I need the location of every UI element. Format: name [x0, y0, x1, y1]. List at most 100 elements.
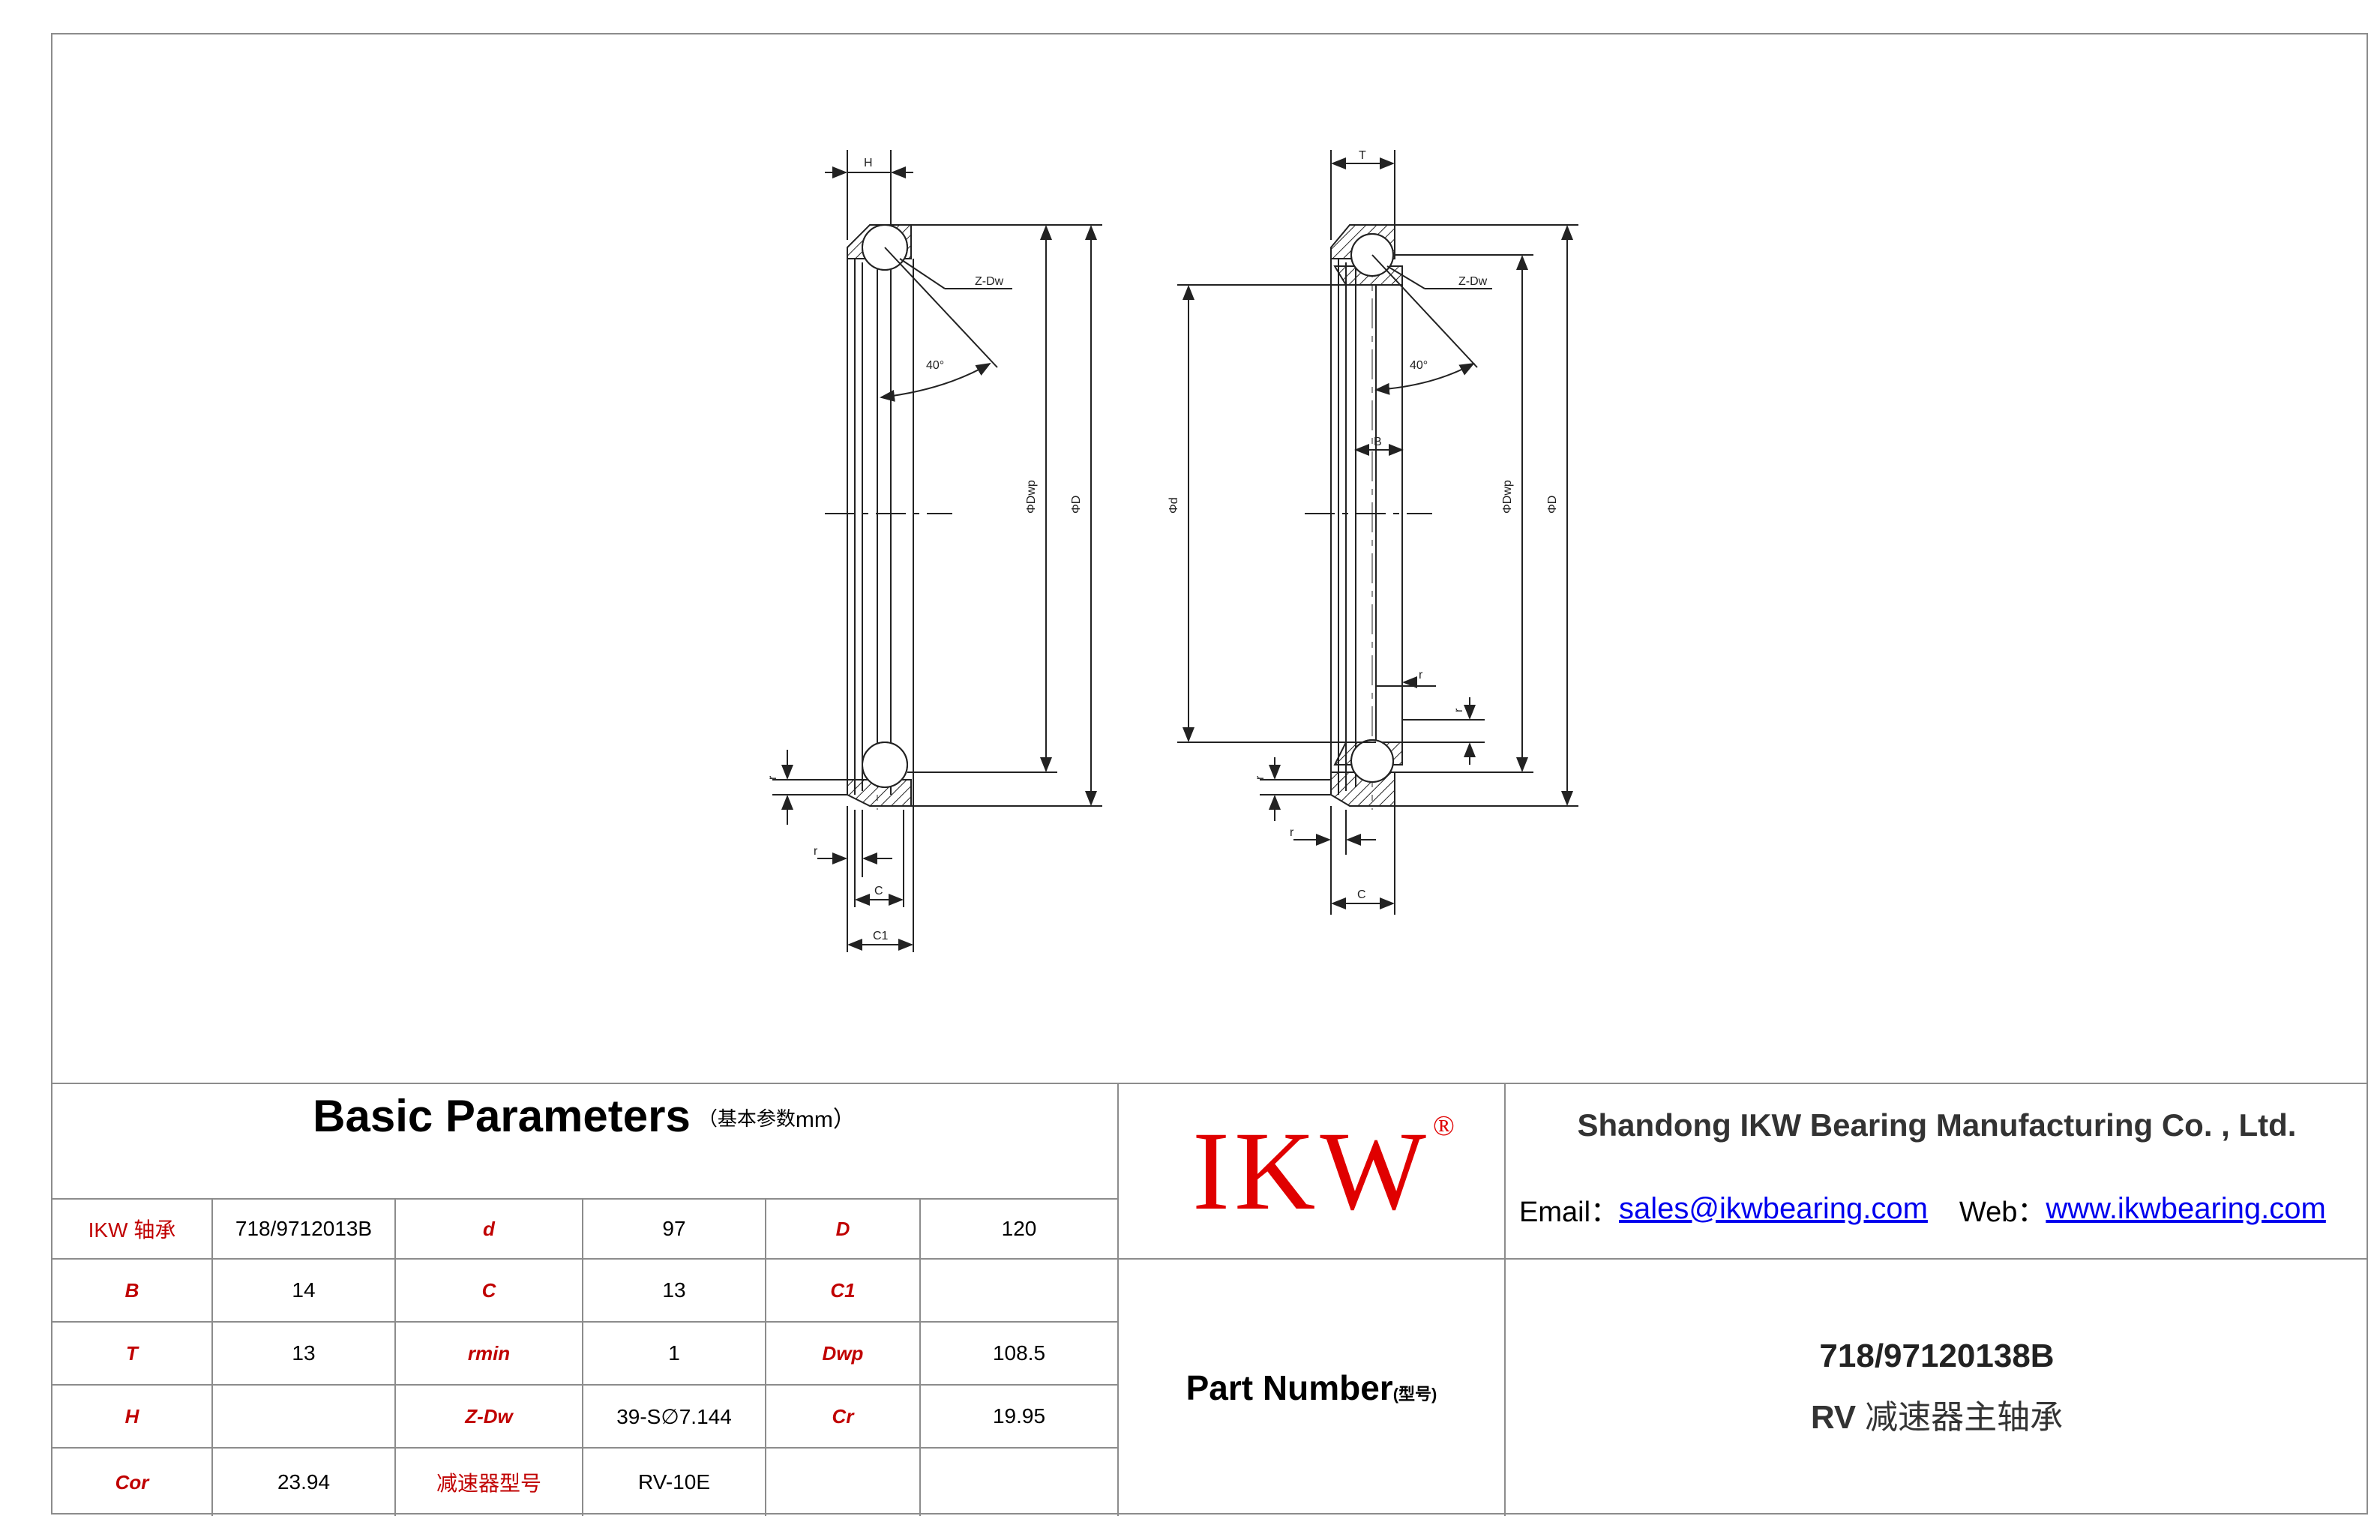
part-number-sublabel: (型号)	[1392, 1385, 1437, 1404]
dim-d-outer-label-right: ΦD	[1546, 496, 1559, 514]
param-cell: 97	[583, 1200, 765, 1258]
param-cell: Cor	[52, 1449, 211, 1516]
param-cell	[213, 1386, 394, 1447]
part-number-label: Part Number	[1186, 1368, 1393, 1407]
params-header: Basic Parameters （基本参数 mm）	[51, 1084, 1117, 1198]
param-cell: 39-S∅7.144	[583, 1386, 765, 1447]
logo-text: IKW	[1192, 1109, 1431, 1233]
r-bottom-label: r	[814, 845, 818, 858]
param-cell: 减速器型号	[396, 1449, 582, 1516]
dim-t-label: T	[1359, 149, 1366, 162]
param-label: D	[835, 1217, 850, 1240]
params-title: Basic Parameters	[313, 1091, 691, 1141]
r-inner2-label: r	[1452, 708, 1465, 712]
param-cell: 1	[583, 1323, 765, 1384]
params-unit: mm）	[795, 1107, 856, 1132]
param-value: 97	[662, 1217, 686, 1240]
web-label: Web：	[1959, 1196, 2046, 1228]
param-cell: rmin	[396, 1323, 582, 1384]
param-cell: 108.5	[921, 1323, 1117, 1384]
param-cell	[921, 1449, 1117, 1516]
param-cell: B	[52, 1260, 211, 1321]
dim-c-label-right: C	[1357, 888, 1366, 901]
dim-dwp-label: ΦDwp	[1025, 480, 1038, 514]
contact-row: Email： sales@ikwbearing.com Web： www.ikw…	[1519, 1186, 2363, 1231]
param-cell: 120	[921, 1200, 1117, 1258]
part-desc-text: 减速器主轴承	[1865, 1399, 2064, 1436]
param-cell: 19.95	[921, 1386, 1117, 1447]
param-label: 减速器型号	[436, 1472, 541, 1495]
param-cell	[766, 1449, 919, 1516]
left-view-labels: H Z-Dw 40° ΦDwp ΦD r r C C1	[766, 157, 1083, 942]
part-number-label-cell: Part Number (型号)	[1119, 1260, 1504, 1516]
right-view-labels: T Z-Dw 40° B Φd r r ΦDwp ΦD r r C	[1168, 149, 1559, 901]
param-cell: 13	[583, 1260, 765, 1321]
param-value: 120	[1001, 1217, 1037, 1240]
param-cell: Cr	[766, 1386, 919, 1447]
email-link[interactable]: sales@ikwbearing.com	[1619, 1191, 1928, 1225]
param-cell: Dwp	[766, 1323, 919, 1384]
param-cell: T	[52, 1323, 211, 1384]
part-number-value: 718/97120138B	[1819, 1338, 2055, 1374]
param-value: 14	[292, 1278, 316, 1302]
r-side-label: r	[766, 775, 779, 780]
param-value: 19.95	[992, 1404, 1046, 1428]
dim-h-label: H	[864, 157, 873, 169]
dim-c1-label: C1	[873, 930, 889, 942]
param-label: C	[481, 1278, 496, 1302]
registered-mark: ®	[1433, 1110, 1455, 1142]
param-label: T	[126, 1341, 138, 1365]
param-value: 23.94	[277, 1470, 331, 1494]
right-view	[1177, 150, 1578, 915]
r-side-label-right: r	[1254, 775, 1266, 780]
dim-c-label: C	[874, 885, 883, 897]
param-label: C1	[830, 1278, 856, 1302]
ball-label: Z-Dw	[975, 275, 1004, 288]
ball-label-right: Z-Dw	[1458, 275, 1488, 288]
param-cell: 718/9712013B	[213, 1200, 394, 1258]
param-label: H	[124, 1404, 139, 1428]
dim-b-label: B	[1374, 436, 1382, 448]
param-label: B	[124, 1278, 139, 1302]
param-value: 718/9712013B	[235, 1217, 373, 1240]
param-label: d	[483, 1217, 495, 1240]
r-bottom-label-right: r	[1290, 826, 1294, 839]
dim-dwp-label-right: ΦDwp	[1501, 480, 1514, 514]
bearing-drawing: H Z-Dw 40° ΦDwp ΦD r r C C1	[766, 149, 1578, 952]
web-link[interactable]: www.ikwbearing.com	[2046, 1191, 2326, 1225]
param-cell: RV-10E	[583, 1449, 765, 1516]
drawing-sheet	[51, 33, 2368, 1515]
param-cell: 13	[213, 1323, 394, 1384]
logo-cell: IKW ®	[1119, 1084, 1504, 1258]
company-name: Shandong IKW Bearing Manufacturing Co. ,…	[1577, 1107, 2297, 1143]
param-cell: H	[52, 1386, 211, 1447]
param-value: 1	[668, 1341, 680, 1365]
angle-label: 40°	[926, 359, 944, 372]
ikw-logo: IKW ®	[1192, 1107, 1455, 1236]
left-view	[772, 150, 1102, 952]
param-value: 13	[292, 1341, 316, 1365]
param-label: rmin	[467, 1341, 511, 1365]
param-label: Cor	[115, 1470, 149, 1494]
param-cell: d	[396, 1200, 582, 1258]
param-value: 108.5	[992, 1341, 1046, 1365]
params-subtitle: （基本参数	[697, 1107, 796, 1130]
param-cell: D	[766, 1200, 919, 1258]
r-inner-label: r	[1419, 669, 1423, 682]
email-label: Email：	[1519, 1196, 1620, 1228]
param-label: Dwp	[822, 1341, 864, 1365]
param-cell: C	[396, 1260, 582, 1321]
angle-label-right: 40°	[1410, 359, 1428, 372]
title-block: Basic Parameters （基本参数 mm） IKW ® Shandon…	[51, 1083, 2368, 1516]
param-value: 39-S∅7.144	[616, 1404, 732, 1428]
param-cell: 14	[213, 1260, 394, 1321]
param-cell: 23.94	[213, 1449, 394, 1516]
param-cell	[921, 1260, 1117, 1321]
param-label: Cr	[832, 1404, 854, 1428]
dim-d-inner-label: Φd	[1168, 497, 1180, 514]
company-name-cell: Shandong IKW Bearing Manufacturing Co. ,…	[1506, 1099, 2368, 1152]
param-cell: Z-Dw	[396, 1386, 582, 1447]
param-label: IKW 轴承	[88, 1218, 176, 1242]
